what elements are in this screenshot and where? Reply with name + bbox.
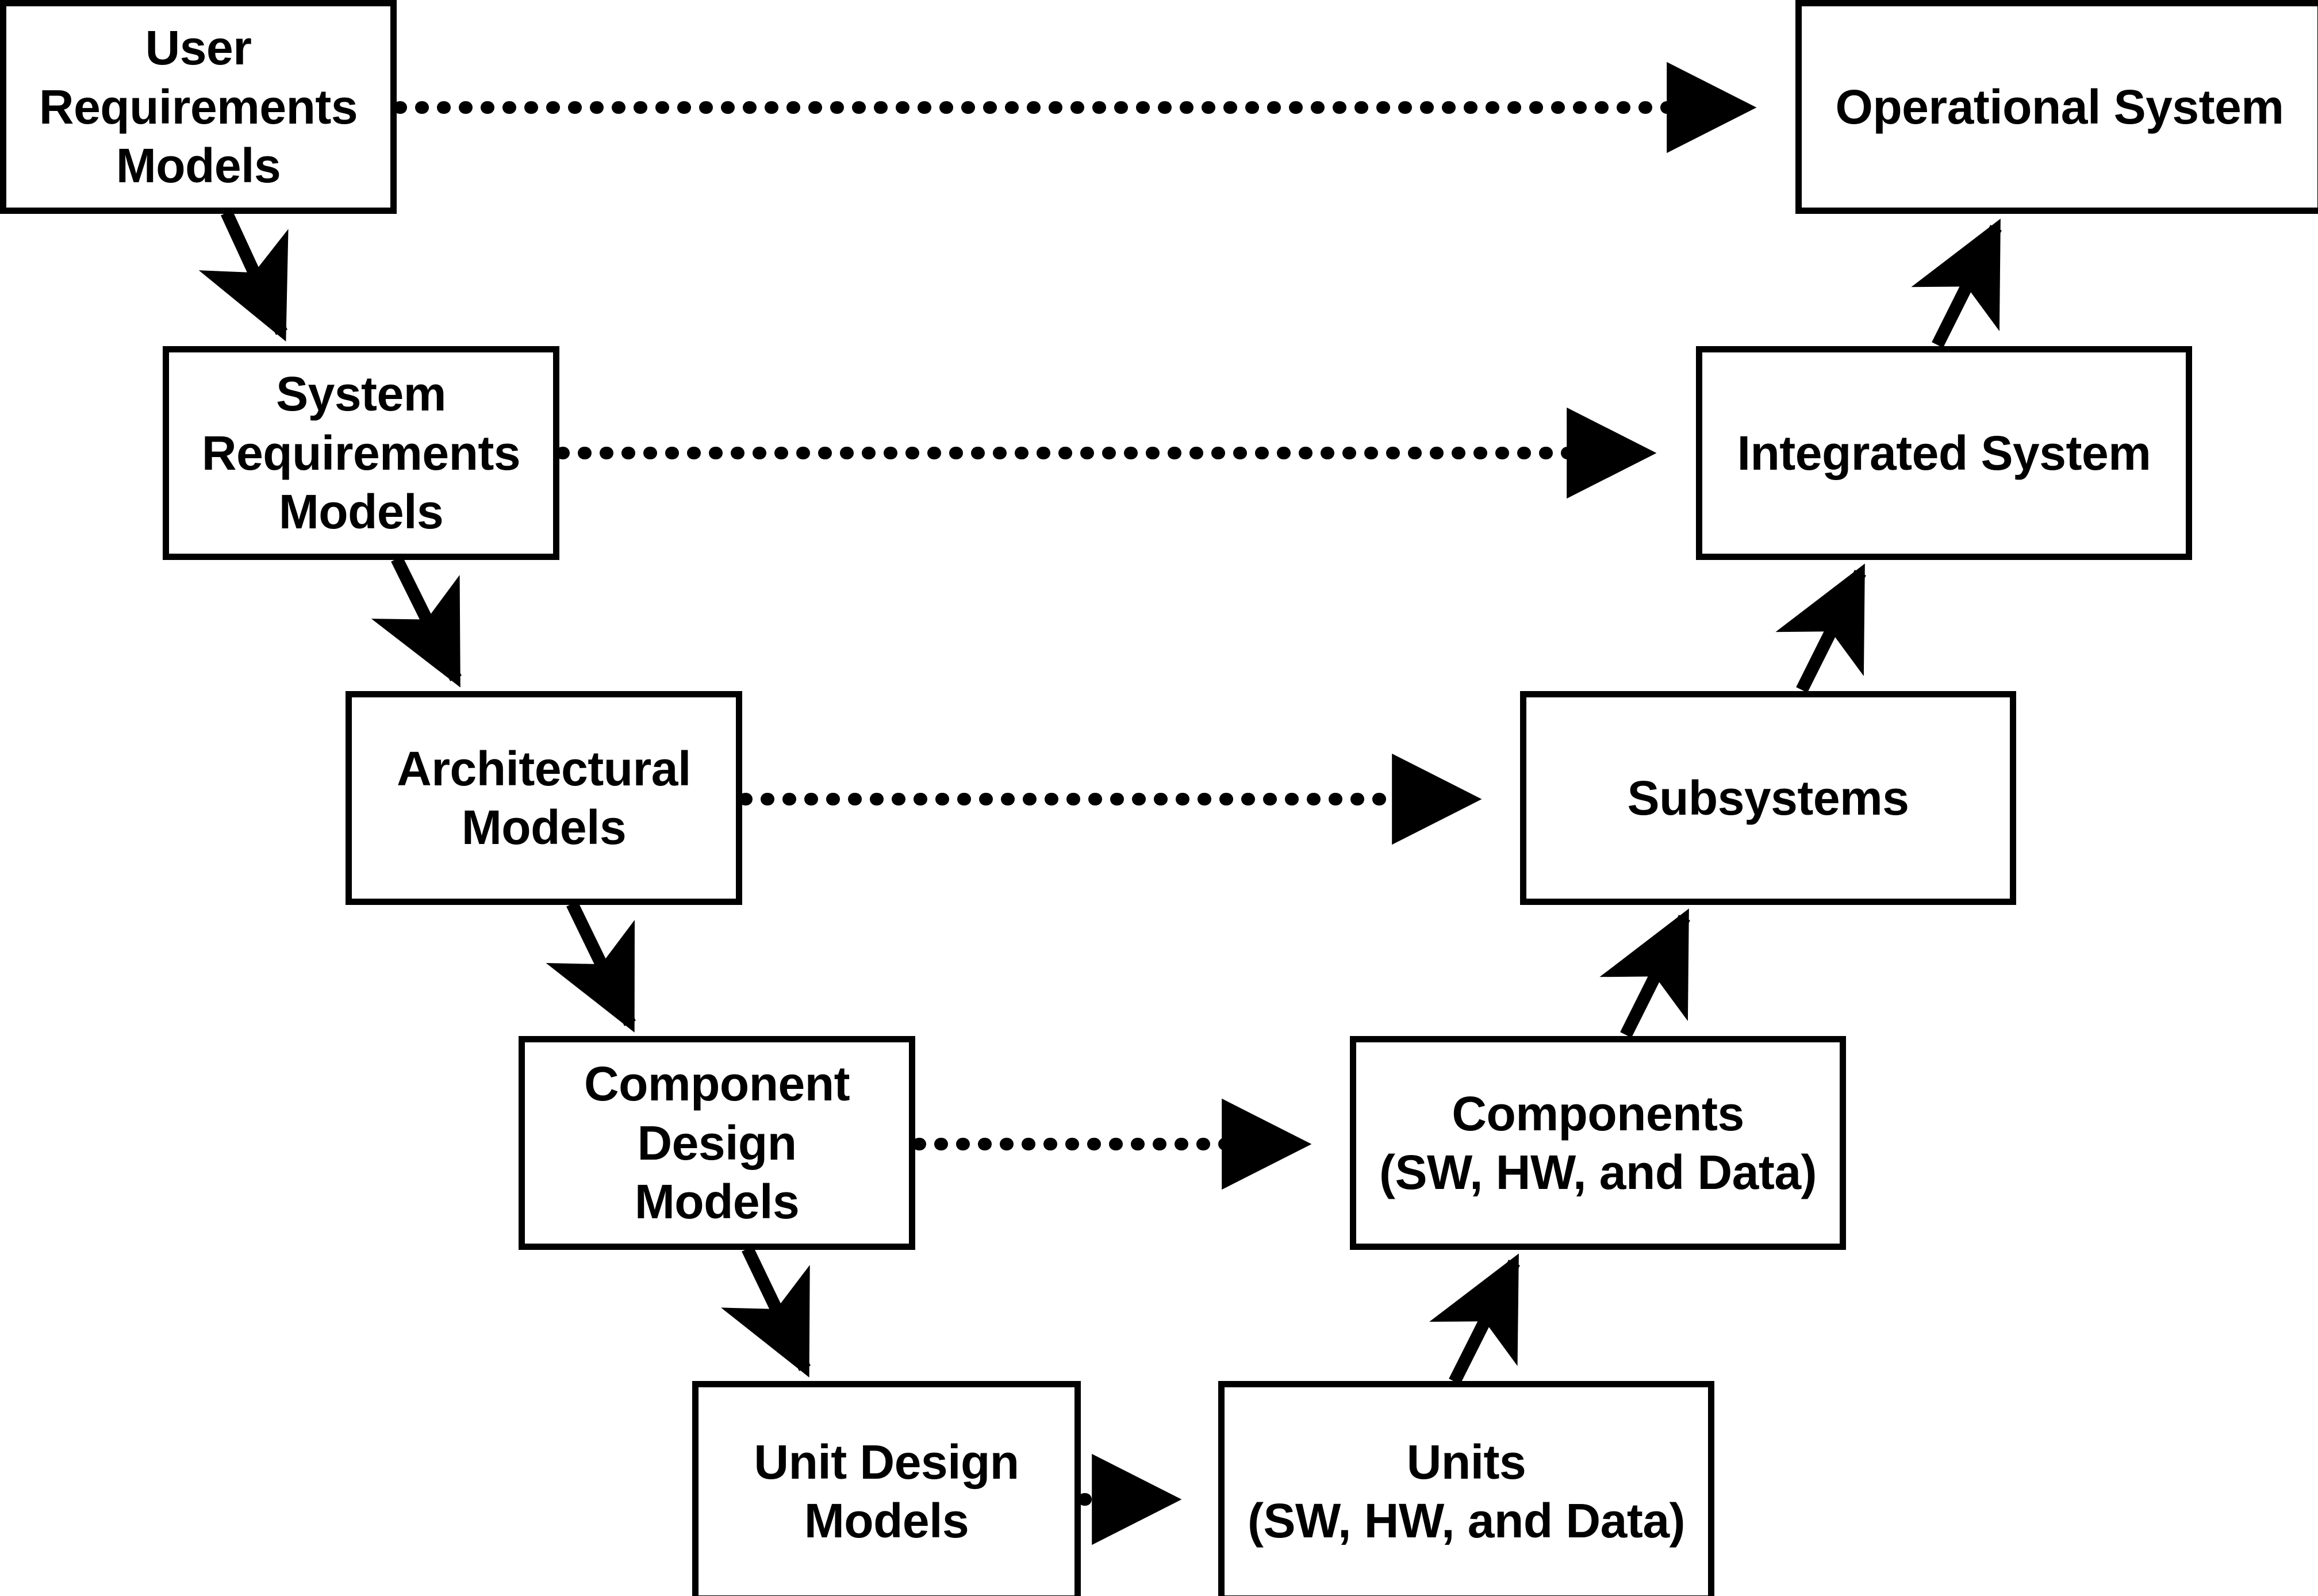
node-unit-design-models[interactable]: Unit Design Models xyxy=(692,1381,1081,1596)
node-components[interactable]: Components (SW, HW, and Data) xyxy=(1350,1036,1846,1250)
edge-units-to-comp xyxy=(1429,1253,1520,1384)
node-operational-system[interactable]: Operational System xyxy=(1795,0,2318,214)
node-label: Component Design Models xyxy=(584,1057,850,1229)
node-units[interactable]: Units (SW, HW, and Data) xyxy=(1218,1381,1714,1596)
edge-cdm-to-udm xyxy=(721,1246,811,1378)
node-label: Units (SW, HW, and Data) xyxy=(1247,1434,1686,1548)
node-label: User Requirements Models xyxy=(39,21,358,193)
node-label: Operational System xyxy=(1835,79,2284,134)
node-subsystems[interactable]: Subsystems xyxy=(1520,691,2016,905)
edge-ss-to-is xyxy=(1775,563,1866,693)
node-integrated-system[interactable]: Integrated System xyxy=(1696,346,2192,560)
node-label: Subsystems xyxy=(1627,770,1909,825)
edge-is-to-os xyxy=(1911,218,2002,348)
edge-am-to-cdm xyxy=(546,901,636,1033)
node-user-requirements-models[interactable]: User Requirements Models xyxy=(0,0,397,214)
node-component-design-models[interactable]: Component Design Models xyxy=(519,1036,915,1250)
node-label: Unit Design Models xyxy=(754,1434,1019,1548)
node-label: Integrated System xyxy=(1737,425,2151,480)
node-label: System Requirements Models xyxy=(201,367,521,539)
node-label: Architectural Models xyxy=(397,741,691,854)
edge-sr-to-am xyxy=(371,556,462,688)
edge-ur-to-sr xyxy=(198,210,289,342)
node-architectural-models[interactable]: Architectural Models xyxy=(346,691,742,905)
node-system-requirements-models[interactable]: System Requirements Models xyxy=(163,346,559,560)
node-label: Components (SW, HW, and Data) xyxy=(1379,1086,1817,1199)
edge-comp-to-ss xyxy=(1599,908,1690,1038)
